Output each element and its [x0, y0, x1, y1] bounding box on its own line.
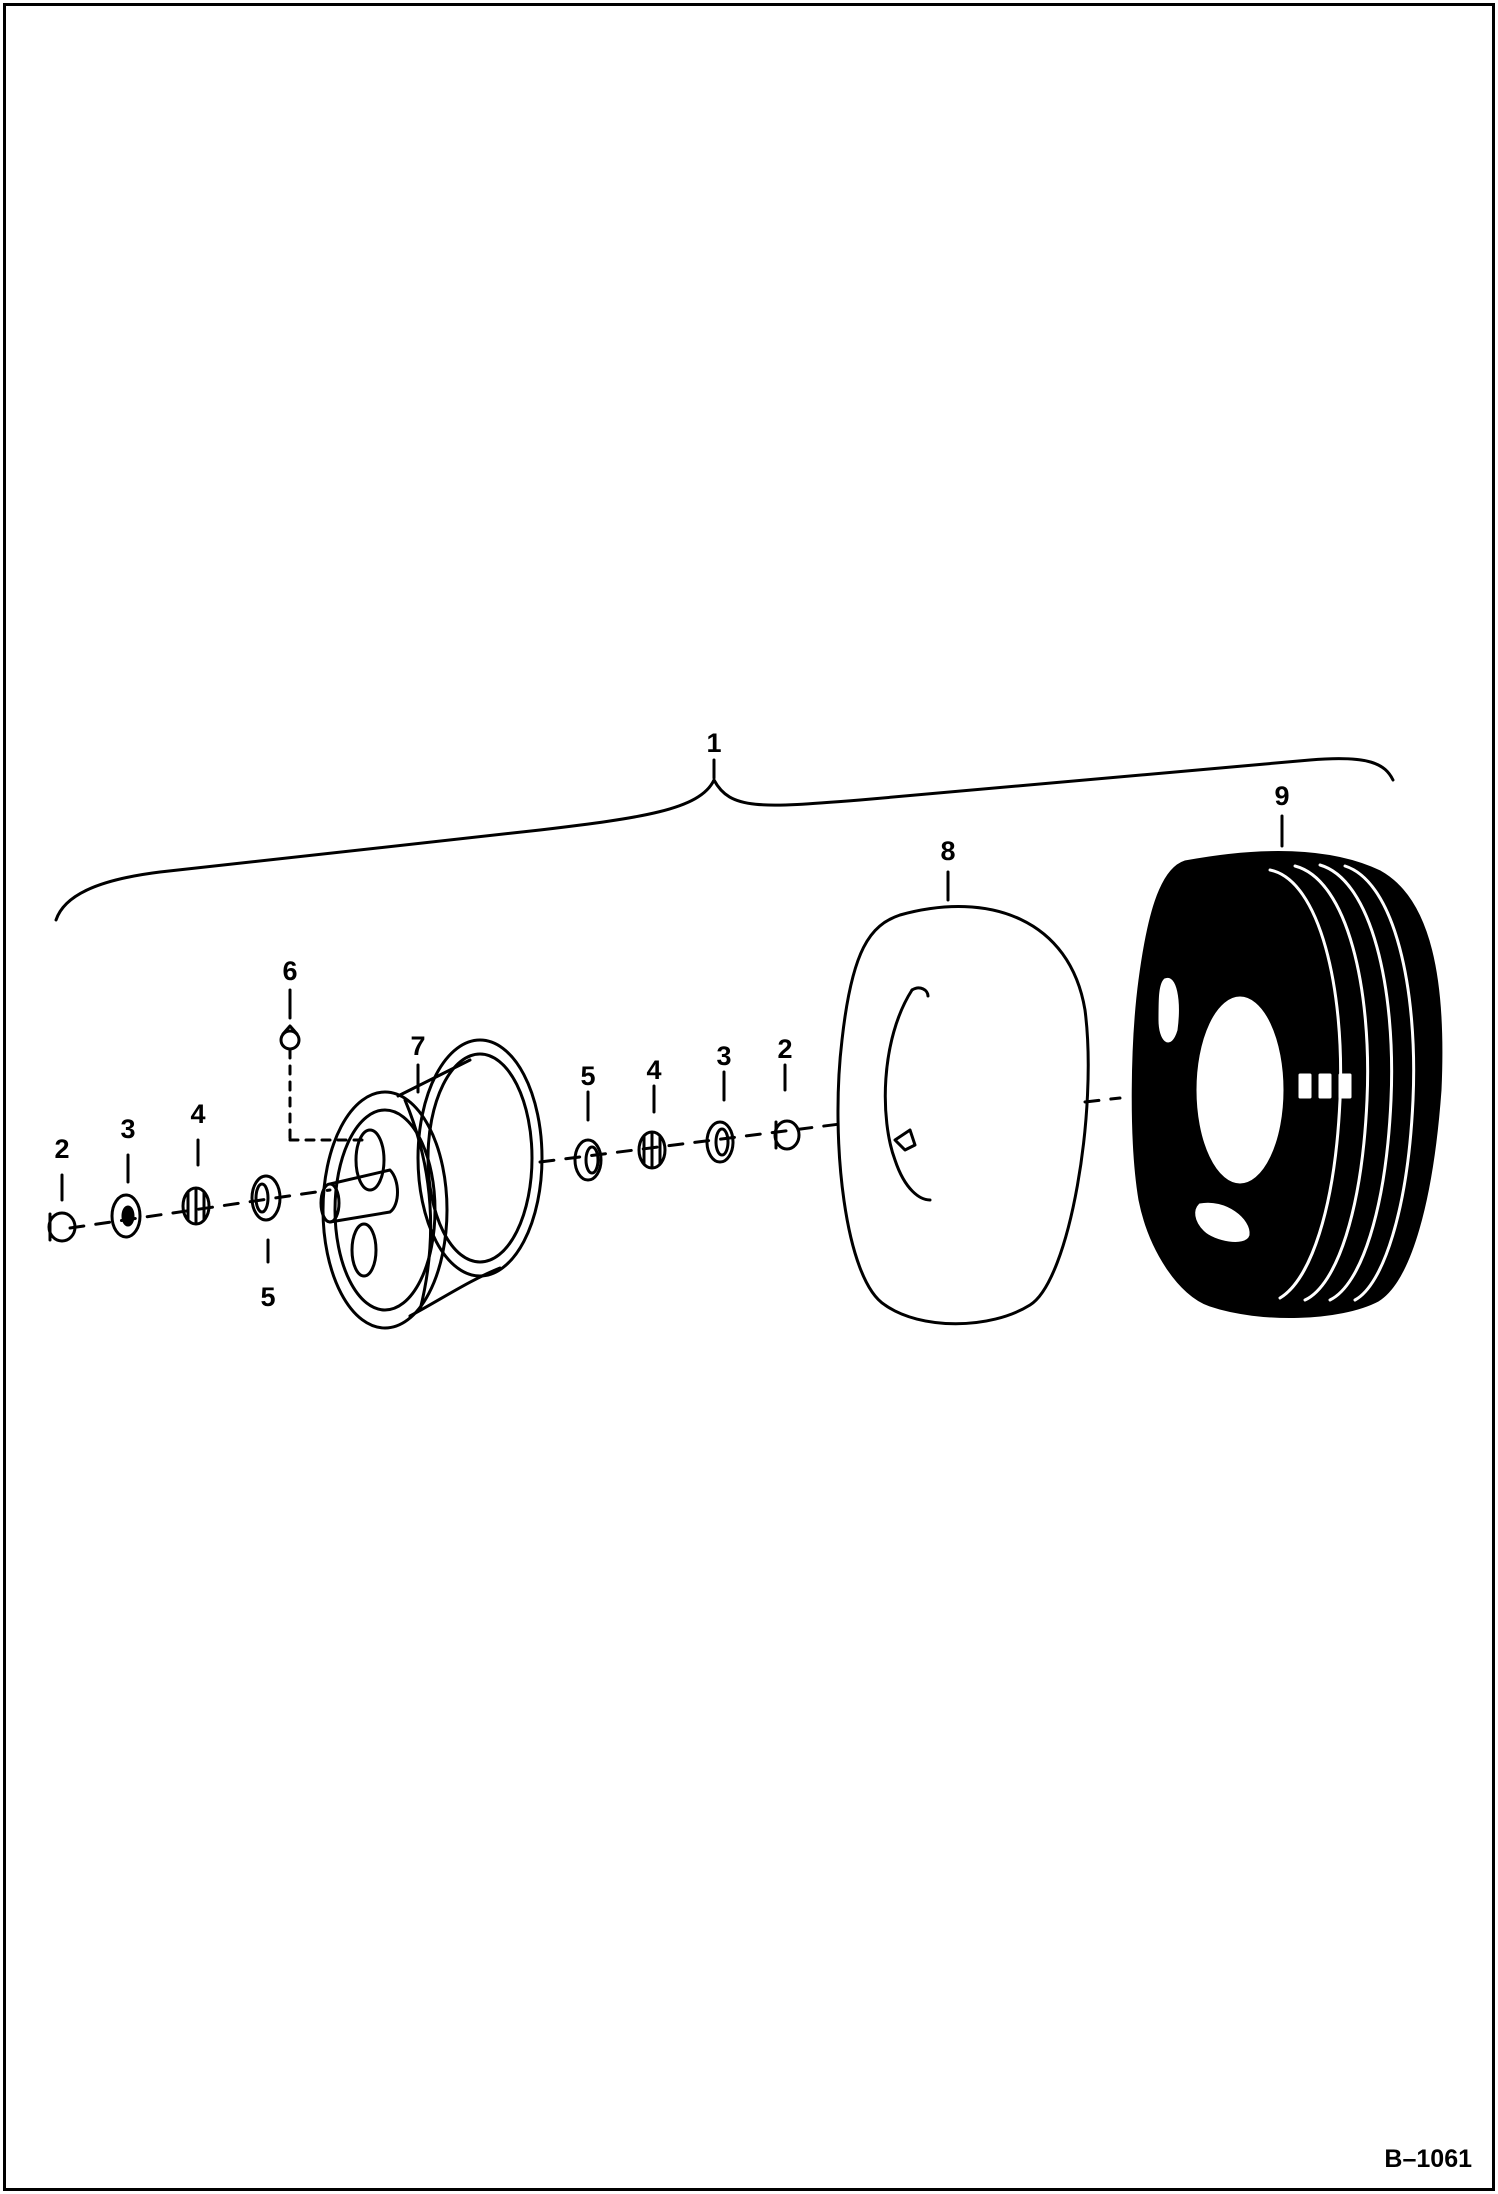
axis-line-right	[1083, 1096, 1122, 1104]
callout-left-5: 5	[260, 1282, 275, 1312]
callout-right-5: 5	[580, 1061, 595, 1091]
right-washer-3	[705, 1120, 735, 1164]
assembly-bracket	[54, 757, 1395, 922]
left-bushing-2	[47, 1211, 77, 1243]
callout-left-3: 3	[120, 1114, 135, 1144]
callout-8: 8	[940, 836, 955, 866]
tire-9	[1131, 851, 1443, 1318]
axis-line-left	[68, 1188, 332, 1230]
callout-right-2: 2	[777, 1034, 792, 1064]
callout-assembly: 1	[706, 728, 721, 758]
callout-9: 9	[1274, 781, 1289, 811]
right-spacer-5	[573, 1138, 603, 1182]
right-bearing-4	[637, 1130, 667, 1170]
callout-6: 6	[282, 956, 297, 986]
callout-7: 7	[410, 1031, 425, 1061]
inner-tube-8	[836, 905, 1090, 1326]
wheel-hub-7	[319, 1038, 544, 1330]
callout-left-4: 4	[190, 1099, 205, 1129]
left-spacer-5	[250, 1174, 282, 1222]
callout-right-3: 3	[716, 1041, 731, 1071]
right-bushing-2	[773, 1119, 801, 1151]
left-washer-3	[110, 1193, 142, 1239]
grease-fitting-6	[279, 1024, 372, 1142]
drawing-number: B–1061	[1384, 2145, 1472, 2173]
callout-left-2: 2	[54, 1134, 69, 1164]
left-bearing-4	[181, 1186, 211, 1226]
callout-right-4: 4	[646, 1055, 661, 1085]
